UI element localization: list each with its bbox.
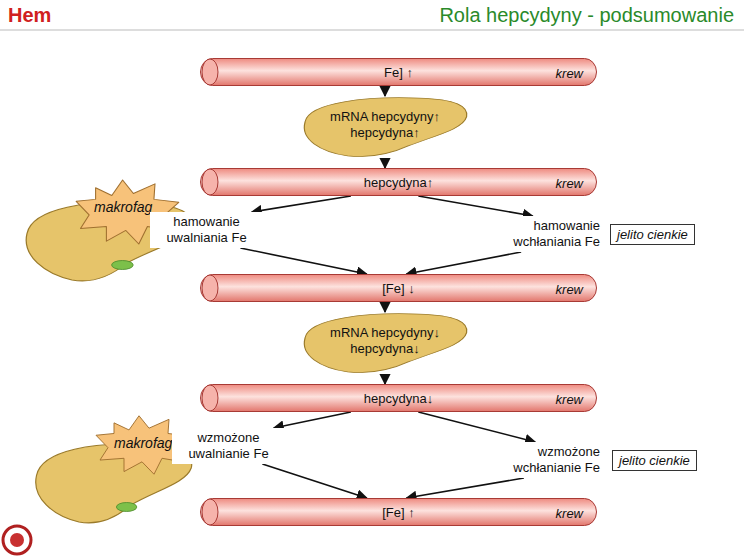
level-text: hepcydyna↑ (364, 175, 433, 190)
vessel-label: krew (556, 392, 583, 407)
logo (3, 526, 31, 554)
flow-arrow (384, 374, 386, 384)
organ-label: jelito cienkie (617, 227, 688, 242)
blood-vessel-band: [Fe] ↑ krew (200, 498, 597, 526)
level-text: [Fe] ↑ (382, 505, 415, 520)
process-text: hamowanie uwalniania Fe (150, 212, 263, 248)
vessel-label: krew (556, 506, 583, 521)
flow-arrow (384, 302, 386, 312)
organ-label: jelito cienkie (619, 453, 690, 468)
process-text: hepcydyna↓ (350, 341, 419, 357)
header-rule (0, 30, 744, 31)
logo-ring (3, 526, 31, 554)
process-text: wzmożone wchłanianie Fe (493, 444, 600, 476)
blood-vessel-band: Fe] ↑ krew (200, 58, 597, 86)
process-text: hamowanie wchłaniania Fe (489, 218, 600, 250)
vessel-body (201, 275, 597, 302)
vessel-end (202, 59, 218, 85)
organ-box: jelito cienkie (610, 224, 695, 245)
liver-shape: mRNA hepcydyny↑hepcydyna↑ (300, 96, 470, 158)
vessel-end (202, 385, 218, 411)
vessel-end (202, 499, 218, 525)
process-text: wzmożone uwalnianie Fe (175, 430, 282, 462)
vessel-label: krew (556, 176, 583, 191)
gallbladder (112, 261, 134, 270)
level-text: [Fe] ↓ (382, 281, 415, 296)
vessel-body (201, 59, 597, 86)
blood-vessel-band: hepcydyna↓ krew (200, 384, 597, 412)
blood-vessel-band: hepcydyna↑ krew (200, 168, 597, 196)
liver-body (304, 98, 466, 157)
flow-arrow (384, 158, 386, 168)
vessel-label: krew (556, 282, 583, 297)
vessel-end (202, 275, 218, 301)
flow-arrow (240, 248, 366, 274)
flow-arrow (274, 412, 351, 428)
blood-vessel-band: [Fe] ↓ krew (200, 274, 597, 302)
flow-arrow (384, 86, 386, 96)
level-text: Fe] ↑ (384, 65, 413, 80)
process-text: hamowanie wchłaniania Fe (486, 216, 603, 252)
cell-label: makrofag (94, 199, 152, 215)
section-label: Hem (8, 4, 51, 27)
logo-core (10, 533, 24, 547)
process-text: wzmożone wchłanianie Fe (490, 442, 603, 478)
slide-title: Rola hepcydyny - podsumowanie (439, 4, 734, 27)
flow-arrow (418, 412, 535, 442)
vessel-end (202, 169, 218, 195)
flow-arrow (406, 252, 521, 274)
vessel-body (201, 169, 597, 196)
vessel-body (201, 499, 597, 526)
liver-body (304, 314, 466, 373)
level-text: hepcydyna↓ (364, 391, 433, 406)
vessel-body (201, 385, 597, 412)
gallbladder (116, 503, 136, 512)
liver-shape: mRNA hepcydyny↓hepcydyna↓ (300, 312, 470, 374)
process-text: hepcydyna↑ (350, 125, 419, 141)
flow-arrow (418, 196, 532, 216)
process-text: hamowanie uwalniania Fe (153, 214, 260, 246)
process-text: mRNA hepcydyny↓ (330, 325, 440, 341)
process-text: mRNA hepcydyny↑ (330, 109, 440, 125)
flow-arrow (262, 464, 366, 498)
organ-box: jelito cienkie (612, 450, 697, 471)
flow-arrow (406, 478, 523, 498)
process-text: wzmożone uwalnianie Fe (172, 428, 285, 464)
vessel-label: krew (556, 66, 583, 81)
cell-label: makrofag (114, 435, 172, 451)
flow-arrow (252, 196, 351, 212)
